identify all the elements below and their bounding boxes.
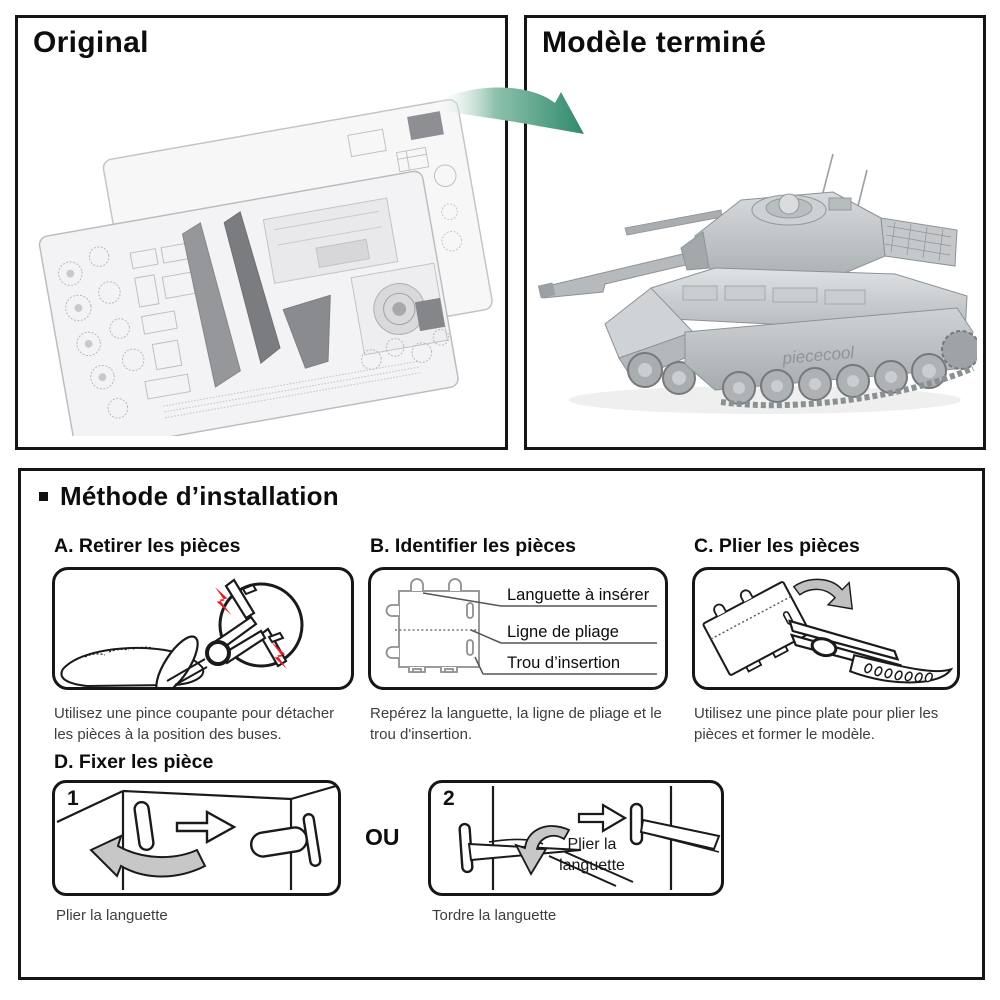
step-d-option-2: 2 — [428, 780, 724, 924]
original-title: Original — [33, 26, 149, 59]
part-identification-diagram: Languette à insérer Ligne de pliage Trou… — [385, 578, 657, 675]
label-fold-line: Ligne de pliage — [507, 623, 619, 641]
step-a-caption: Utilisez une pince coupante pour détache… — [54, 705, 335, 744]
step-c: C. Plier les pièces — [692, 535, 960, 746]
step-d1-caption: Plier la languette — [56, 907, 168, 924]
bullet-square-icon — [39, 492, 48, 501]
label-tab-to-insert: Languette à insérer — [507, 586, 650, 604]
step-c-caption: Utilisez une pince plate pour plier les … — [694, 705, 939, 744]
twist-tab-illustration — [458, 786, 721, 890]
step-b-heading: B. Identifier les pièces — [370, 535, 576, 557]
step-b: B. Identifier les pièces — [368, 535, 668, 746]
step-a-heading: A. Retirer les pièces — [54, 535, 241, 557]
step-d2-caption: Tordre la languette — [432, 907, 557, 924]
step-d2-illustration-box: 2 — [428, 780, 724, 896]
transition-arrow-icon — [435, 87, 584, 134]
step-a-illustration-box — [52, 567, 354, 690]
step-b-illustration-box: Languette à insérer Ligne de pliage Trou… — [368, 567, 668, 690]
step-d1-illustration-box: 1 — [52, 780, 341, 896]
step-a: A. Retirer les pièces — [52, 535, 354, 746]
installation-section: Méthode d’installation A. Retirer les pi… — [18, 468, 985, 980]
option-number: 1 — [67, 787, 79, 810]
flat-pliers-illustration — [702, 578, 954, 684]
finished-tank-image: piececool — [537, 153, 977, 414]
metal-sheets-image — [38, 98, 493, 436]
finished-title: Modèle terminé — [542, 26, 767, 59]
step-c-heading: C. Plier les pièces — [694, 535, 860, 557]
step-d-heading: D. Fixer les pièce — [54, 751, 214, 773]
step-d-option-1: 1 — [52, 780, 341, 924]
original-panel: Original — [15, 15, 508, 450]
fold-tab-illustration — [56, 784, 337, 890]
option-number: 2 — [443, 787, 455, 810]
label-insertion-hole: Trou d’insertion — [507, 654, 620, 672]
installation-title: Méthode d’installation — [60, 481, 339, 511]
installation-title-row: Méthode d’installation — [39, 481, 339, 512]
step-b-caption: Repérez la languette, la ligne de pliage… — [370, 705, 662, 744]
finished-panel: Modèle terminé — [524, 15, 986, 450]
cutting-pliers-illustration — [60, 578, 304, 687]
or-label: OU — [365, 824, 400, 850]
step-c-illustration-box — [692, 567, 960, 690]
step-d2-inner-label: Plier la languette — [559, 836, 625, 874]
